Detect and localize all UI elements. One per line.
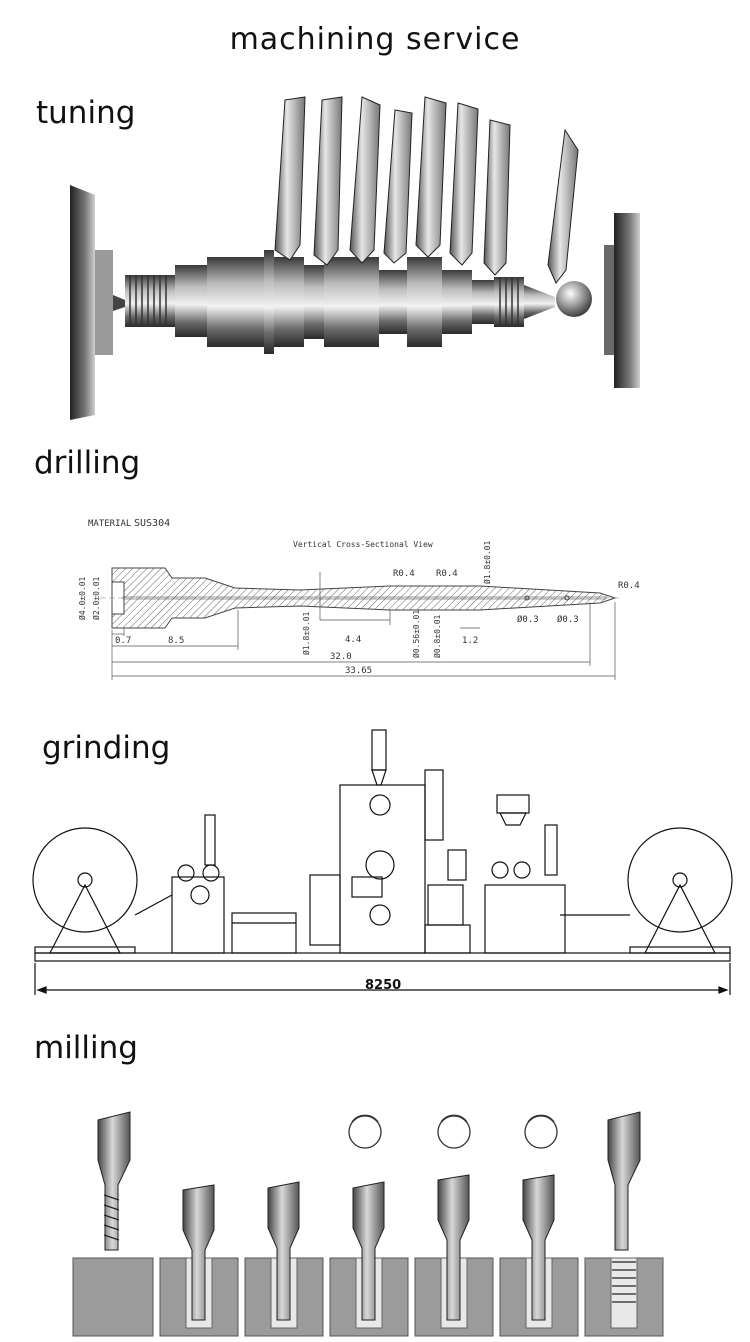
svg-text:Ø0.56±0.01: Ø0.56±0.01 xyxy=(411,610,421,658)
svg-text:Ø1.8±0.01: Ø1.8±0.01 xyxy=(301,611,311,655)
overall-length-label: 8250 xyxy=(365,978,401,993)
main-grinder xyxy=(339,784,426,954)
milling-sequence xyxy=(72,1111,664,1337)
right-chuck xyxy=(604,245,614,355)
drilling-heading: drilling xyxy=(34,445,141,481)
svg-text:R0.4: R0.4 xyxy=(436,569,458,579)
grinding-line-drawing: 8250 xyxy=(32,729,733,995)
svg-text:Ø0.8±0.01: Ø0.8±0.01 xyxy=(432,614,442,658)
material-value: SUS304 xyxy=(134,518,170,529)
page-title: machining service xyxy=(229,22,521,57)
svg-text:Ø0.3: Ø0.3 xyxy=(517,614,539,625)
svg-text:Ø1.8±0.01: Ø1.8±0.01 xyxy=(482,540,492,584)
svg-text:8.5: 8.5 xyxy=(168,636,184,646)
view-caption: Vertical Cross-Sectional View xyxy=(293,540,433,549)
svg-text:4.4: 4.4 xyxy=(345,635,361,645)
grinding-heading: grinding xyxy=(42,730,171,766)
milling-heading: milling xyxy=(34,1030,138,1066)
right-thread xyxy=(494,277,524,327)
tuning-heading: tuning xyxy=(36,95,136,131)
svg-text:33.65: 33.65 xyxy=(345,666,372,676)
svg-text:R0.4: R0.4 xyxy=(393,569,415,579)
left-thread xyxy=(125,275,175,327)
svg-text:32.0: 32.0 xyxy=(330,652,352,662)
svg-text:0.7: 0.7 xyxy=(115,636,131,646)
shaft xyxy=(175,265,207,337)
svg-text:1.2: 1.2 xyxy=(462,636,478,646)
left-chuck xyxy=(70,185,95,420)
svg-text:Ø0.3: Ø0.3 xyxy=(557,614,579,625)
ball-end xyxy=(556,281,592,317)
left-reel xyxy=(32,827,138,933)
cutting-tools xyxy=(274,96,579,284)
svg-text:Ø2.0±0.01: Ø2.0±0.01 xyxy=(91,576,101,620)
svg-text:R0.4: R0.4 xyxy=(618,581,640,591)
material-label: MATERIAL xyxy=(88,519,131,529)
turning-illustration xyxy=(70,96,640,420)
drilling-drawing: MATERIAL SUS304 Vertical Cross-Sectional… xyxy=(77,518,640,680)
svg-text:Ø4.0±0.01: Ø4.0±0.01 xyxy=(77,576,87,620)
right-reel xyxy=(627,827,733,933)
